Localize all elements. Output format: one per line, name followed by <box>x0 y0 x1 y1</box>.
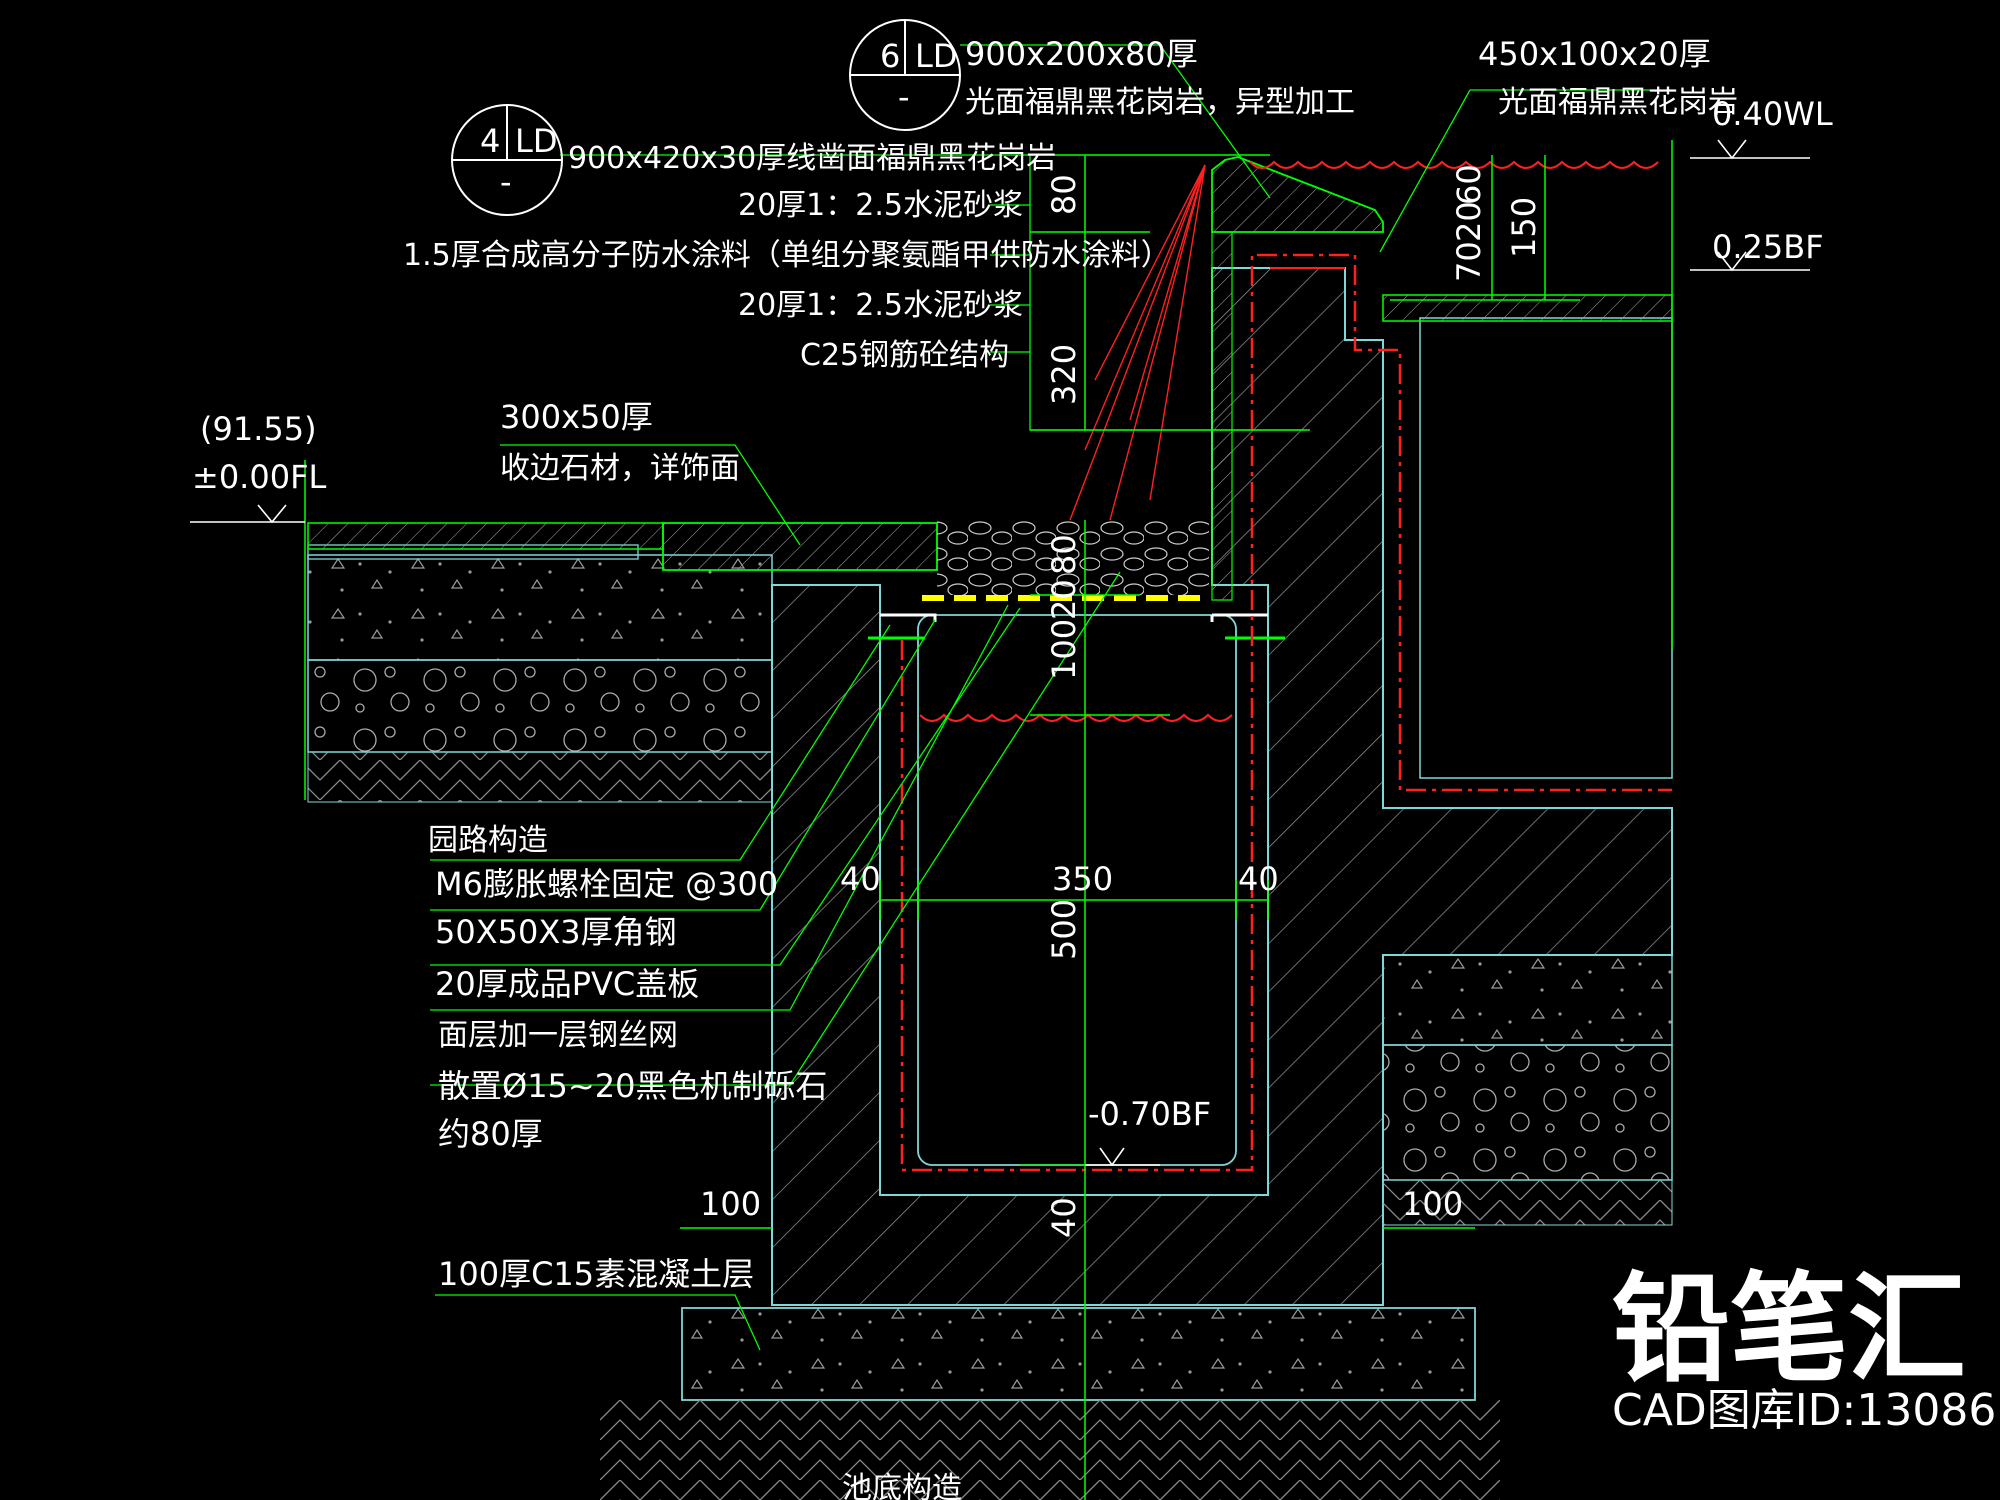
dim-80-top: 80 <box>1045 174 1083 215</box>
callout6-sub: - <box>898 78 910 116</box>
angle-steel-right <box>1210 613 1268 622</box>
dimension-texts: 80 320 70 20 60 150 80 20 100 40 350 40 … <box>700 164 1543 1238</box>
level-wl: 0.40WL <box>1712 95 1833 133</box>
layer-note-2: 20厚1：2.5水泥砂浆 <box>738 188 1023 223</box>
path-paving-slab <box>307 522 664 550</box>
left-note-angle: 50X50X3厚角钢 <box>435 913 677 951</box>
callout-bubble-6 <box>849 19 961 131</box>
water-surface-trench <box>919 713 1233 722</box>
callout6-sheet: LD <box>915 37 957 75</box>
level-bf: 0.25BF <box>1712 228 1824 266</box>
left-note-bolt: M6膨胀螺栓固定 @300 <box>435 865 778 903</box>
structure <box>307 156 1673 1500</box>
level-texts: 0.40WL 0.25BF (91.55) ±0.00FL -0.70BF <box>192 95 1833 1133</box>
pool-earth-layer <box>1382 1179 1673 1226</box>
callout-bubble-4 <box>451 104 563 216</box>
pool-note: 池底构造 <box>842 1471 962 1500</box>
dim-60: 60 <box>1450 164 1488 205</box>
wall-facing-stone <box>1211 231 1233 601</box>
layer-notes: 900x420x30厚线凿面福鼎黑花岗岩 20厚1：2.5水泥砂浆 1.5厚合成… <box>403 141 1171 373</box>
dim-100: 100 <box>1045 619 1083 680</box>
edge-stone <box>662 522 938 571</box>
edge-stone-notes: 300x50厚 收边石材，详饰面 <box>500 398 740 486</box>
dim-20: 20 <box>1450 201 1488 242</box>
left-notes: 园路构造 M6膨胀螺栓固定 @300 50X50X3厚角钢 20厚成品PVC盖板… <box>428 823 827 1153</box>
left-note-mesh: 面层加一层钢丝网 <box>438 1018 678 1053</box>
level-bottom-bf: -0.70BF <box>1088 1095 1211 1133</box>
dim-40-left: 40 <box>840 860 881 898</box>
callout6-size: 900x200x80厚 <box>965 35 1198 73</box>
level-fl-top: (91.55) <box>200 410 317 448</box>
edge-stone-desc: 收边石材，详饰面 <box>500 451 740 486</box>
dim-350: 350 <box>1052 860 1113 898</box>
level-markers <box>190 139 1810 1167</box>
dim-70: 70 <box>1450 241 1488 282</box>
path-concrete-layer <box>307 554 773 661</box>
path-gravel-layer <box>307 659 773 753</box>
watermark: 铅笔汇 CAD图库ID:13086 <box>1612 1260 1996 1436</box>
top-right-desc: 光面福鼎黑花岗岩 <box>1498 85 1738 120</box>
pebble-fill <box>937 520 1209 595</box>
watermark-brand: 铅笔汇 <box>1612 1260 1966 1398</box>
watermark-id: CAD图库ID:13086 <box>1612 1385 1996 1436</box>
waterproof-membrane <box>900 253 1672 1172</box>
callout4-num: 4 <box>480 122 500 160</box>
left-note-thickness: 约80厚 <box>438 1115 543 1153</box>
level-fl: ±0.00FL <box>192 458 326 496</box>
callout4-sub: - <box>500 163 512 201</box>
dim-40-bottom: 40 <box>1045 1197 1083 1238</box>
pool-gravel-layer <box>1382 1044 1673 1181</box>
water-surface-pool <box>1249 160 1659 169</box>
dim-100-left: 100 <box>700 1185 761 1223</box>
top-right-size: 450x100x20厚 <box>1478 35 1711 73</box>
concrete-note: 100厚C15素混凝土层 <box>438 1255 754 1293</box>
layer-note-4: 20厚1：2.5水泥砂浆 <box>738 288 1023 323</box>
dim-20-mid: 20 <box>1045 579 1083 620</box>
layer-note-1: 900x420x30厚线凿面福鼎黑花岗岩 <box>568 141 1056 176</box>
overflow-lines <box>1069 164 1206 521</box>
left-note-pvc: 20厚成品PVC盖板 <box>435 965 699 1003</box>
dim-320: 320 <box>1045 344 1083 405</box>
dim-150: 150 <box>1505 197 1543 258</box>
path-earth-layer <box>307 751 773 803</box>
dim-40-right: 40 <box>1238 860 1279 898</box>
c15-concrete-slab <box>681 1307 1476 1401</box>
left-note-gravel: 散置Ø15~20黑色机制砾石 <box>438 1067 827 1105</box>
callout-texts: 6 LD - 900x200x80厚 光面福鼎黑花岗岩，异型加工 4 LD - … <box>480 35 1738 201</box>
pool-water-area <box>1419 317 1673 779</box>
edge-stone-size: 300x50厚 <box>500 398 653 436</box>
layer-note-3: 1.5厚合成高分子防水涂料（单组分聚氨酯甲供防水涂料） <box>403 238 1171 273</box>
pool-concrete-layer <box>1382 954 1673 1046</box>
callout4-sheet: LD <box>515 122 557 160</box>
left-note-road: 园路构造 <box>428 823 548 858</box>
pool-ledge-stone <box>1382 294 1673 322</box>
foundation-earth <box>600 1400 1500 1500</box>
dim-500: 500 <box>1045 899 1083 960</box>
callout6-desc: 光面福鼎黑花岗岩，异型加工 <box>965 85 1355 120</box>
dim-100-right: 100 <box>1402 1185 1463 1223</box>
layer-note-5: C25钢筋砼结构 <box>800 338 1009 373</box>
angle-steel-left <box>880 613 937 622</box>
callout6-num: 6 <box>880 37 900 75</box>
dim-80-mid: 80 <box>1045 534 1083 575</box>
leader-lines <box>430 44 1675 1351</box>
